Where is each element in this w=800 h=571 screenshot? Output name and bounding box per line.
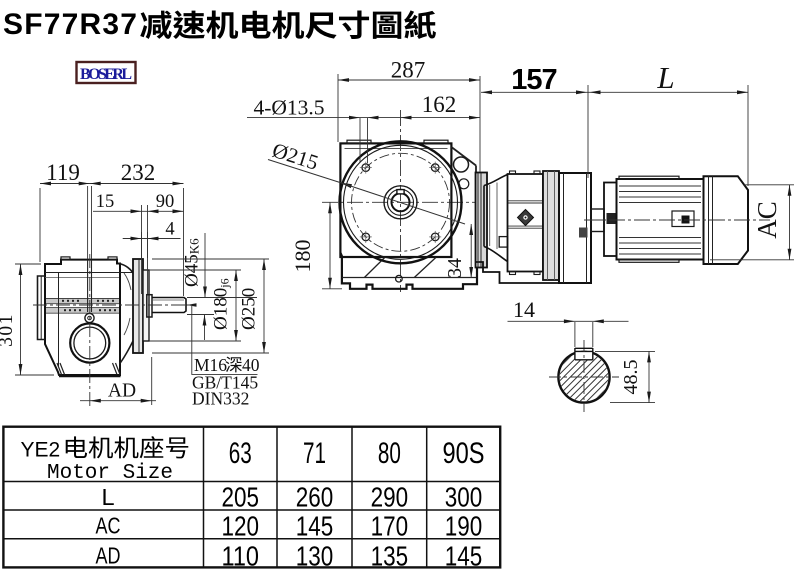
svg-text:L: L <box>101 484 114 510</box>
svg-text:190: 190 <box>445 510 483 541</box>
svg-text:260: 260 <box>296 481 334 512</box>
svg-text:145: 145 <box>445 540 483 571</box>
svg-text:300: 300 <box>445 481 483 512</box>
svg-text:119: 119 <box>46 160 80 185</box>
svg-text:Ø45K6: Ø45K6 <box>182 238 203 287</box>
svg-text:Ø250: Ø250 <box>239 288 260 330</box>
svg-text:DIN332: DIN332 <box>192 389 249 409</box>
svg-text:40: 40 <box>242 355 260 375</box>
svg-text:Motor Size: Motor Size <box>47 462 173 485</box>
svg-text:145: 145 <box>296 510 334 541</box>
svg-text:110: 110 <box>222 540 260 571</box>
svg-text:287: 287 <box>391 58 426 83</box>
svg-text:90S: 90S <box>442 437 484 470</box>
svg-text:162: 162 <box>422 92 457 117</box>
svg-text:135: 135 <box>371 540 409 571</box>
svg-text:71: 71 <box>303 437 326 470</box>
svg-text:290: 290 <box>371 481 409 512</box>
svg-text:14: 14 <box>513 297 535 322</box>
svg-text:63: 63 <box>229 437 252 470</box>
svg-text:AC: AC <box>96 512 121 538</box>
svg-text:4-Ø13.5: 4-Ø13.5 <box>253 96 324 120</box>
svg-text:GB/T145: GB/T145 <box>192 373 258 393</box>
svg-text:157: 157 <box>511 64 556 96</box>
svg-text:170: 170 <box>371 510 409 541</box>
svg-text:BOSERL: BOSERL <box>80 66 132 83</box>
svg-text:180: 180 <box>290 240 315 273</box>
svg-text:80: 80 <box>378 437 401 470</box>
svg-text:120: 120 <box>222 510 260 541</box>
svg-text:15: 15 <box>96 192 115 212</box>
svg-text:SF77R37: SF77R37 <box>3 8 138 41</box>
svg-text:AD: AD <box>96 542 121 568</box>
svg-text:Ø180j6: Ø180j6 <box>211 278 232 330</box>
svg-text:34: 34 <box>444 258 466 278</box>
svg-text:AC: AC <box>752 201 782 239</box>
svg-text:232: 232 <box>121 160 156 185</box>
svg-text:48.5: 48.5 <box>620 360 642 395</box>
svg-text:205: 205 <box>222 481 260 512</box>
svg-text:M16: M16 <box>194 355 227 375</box>
svg-text:130: 130 <box>296 540 334 571</box>
svg-text:90: 90 <box>156 192 175 212</box>
svg-text:301: 301 <box>0 313 17 347</box>
svg-text:L: L <box>656 60 674 95</box>
svg-text:YE2: YE2 <box>21 439 61 462</box>
svg-text:4: 4 <box>165 220 174 240</box>
svg-text:AD: AD <box>108 381 136 402</box>
